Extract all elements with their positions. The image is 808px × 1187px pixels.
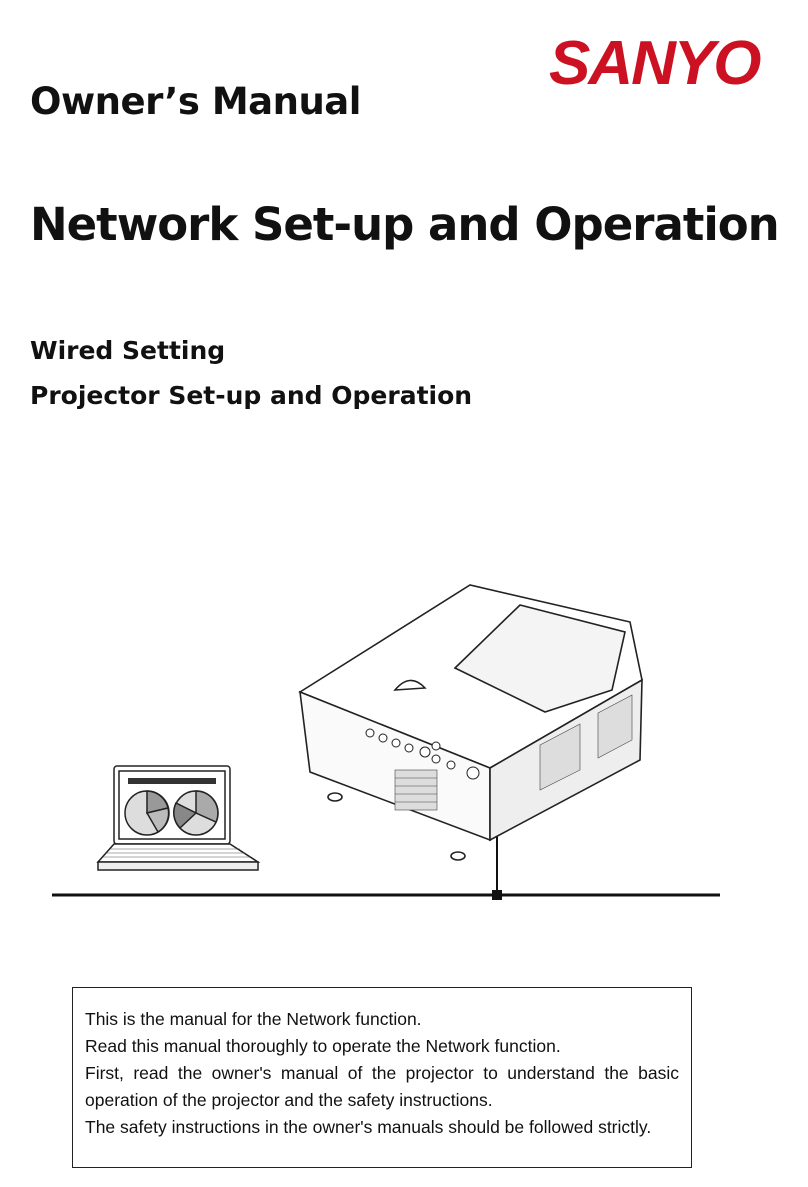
laptop-icon (96, 765, 261, 871)
notice-line-3: First, read the owner's manual of the pr… (85, 1063, 679, 1110)
section-wired-setting: Wired Setting (30, 336, 226, 365)
manual-subtitle: Network Set-up and Operation (30, 198, 780, 251)
notice-line-1: This is the manual for the Network funct… (85, 1009, 422, 1029)
projector-icon (298, 584, 643, 861)
logo-text: SANYO (549, 29, 761, 96)
sanyo-logo: SANYO (549, 29, 763, 96)
network-cable (52, 832, 720, 900)
notice-line-4: The safety instructions in the owner's m… (85, 1117, 652, 1137)
network-illustration (52, 584, 720, 900)
manual-title: Owner’s Manual (30, 80, 361, 123)
notice-line-2: Read this manual thoroughly to operate t… (85, 1036, 561, 1056)
notice-box: This is the manual for the Network funct… (72, 987, 692, 1168)
section-projector-setup: Projector Set-up and Operation (30, 381, 473, 410)
